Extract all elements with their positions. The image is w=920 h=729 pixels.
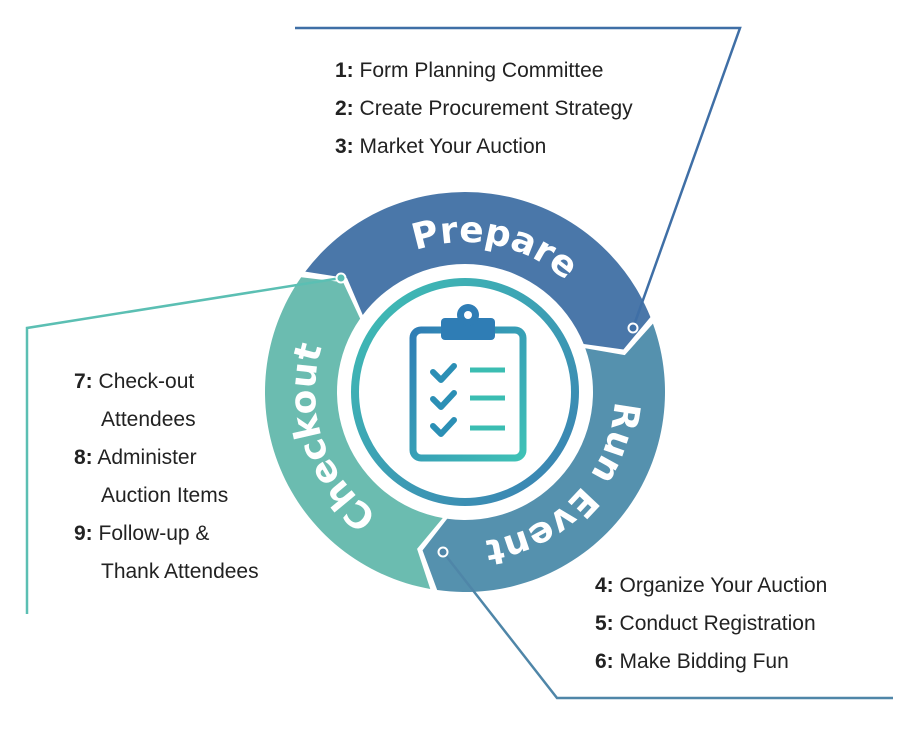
run-event-segment bbox=[422, 323, 665, 592]
step-item: 3: Market Your Auction bbox=[335, 128, 633, 166]
step-item: 5: Conduct Registration bbox=[595, 605, 827, 643]
prepare-connector-line bbox=[295, 26, 742, 329]
step-item: 6: Make Bidding Fun bbox=[595, 643, 827, 681]
step-number: 2: bbox=[335, 97, 354, 120]
checkout-connector-line bbox=[25, 276, 342, 614]
checkout-steps: 7: Check-out Attendees 8: Administer Auc… bbox=[74, 363, 259, 591]
step-text: Make Bidding Fun bbox=[619, 650, 789, 673]
step-text-continued: Auction Items bbox=[101, 484, 229, 507]
step-number: 3: bbox=[335, 135, 354, 158]
step-number: 4: bbox=[595, 574, 614, 597]
step-number: 8: bbox=[74, 446, 93, 469]
step-text: Administer bbox=[97, 446, 197, 469]
step-item: 1: Form Planning Committee bbox=[335, 52, 633, 90]
step-item: 9: Follow-up & bbox=[74, 515, 259, 553]
prepare-connector-dot bbox=[627, 322, 639, 334]
prepare-segment bbox=[305, 192, 651, 350]
step-text-continued: Thank Attendees bbox=[101, 560, 259, 583]
step-text: Conduct Registration bbox=[619, 612, 816, 635]
clipboard-checklist-icon bbox=[409, 304, 527, 462]
step-text-continued: Attendees bbox=[101, 408, 196, 431]
run-event-connector-dot bbox=[437, 546, 449, 558]
step-text: Form Planning Committee bbox=[359, 59, 604, 82]
checkout-connector-dot bbox=[335, 272, 347, 284]
step-text: Follow-up & bbox=[98, 522, 210, 545]
step-item: 8: Administer bbox=[74, 439, 259, 477]
step-number: 6: bbox=[595, 650, 614, 673]
prepare-steps: 1: Form Planning Committee 2: Create Pro… bbox=[335, 52, 633, 166]
run-event-steps: 4: Organize Your Auction 5: Conduct Regi… bbox=[595, 567, 827, 681]
step-item: 7: Check-out bbox=[74, 363, 259, 401]
step-item: 4: Organize Your Auction bbox=[595, 567, 827, 605]
step-number: 7: bbox=[74, 370, 93, 393]
step-item: 2: Create Procurement Strategy bbox=[335, 90, 633, 128]
run-event-connector-line bbox=[442, 551, 893, 700]
step-text: Organize Your Auction bbox=[619, 574, 828, 597]
step-number: 9: bbox=[74, 522, 93, 545]
step-number: 1: bbox=[335, 59, 354, 82]
step-text: Check-out bbox=[98, 370, 195, 393]
step-text: Market Your Auction bbox=[359, 135, 547, 158]
step-text: Create Procurement Strategy bbox=[359, 97, 633, 120]
checkout-segment bbox=[264, 277, 443, 589]
step-number: 5: bbox=[595, 612, 614, 635]
